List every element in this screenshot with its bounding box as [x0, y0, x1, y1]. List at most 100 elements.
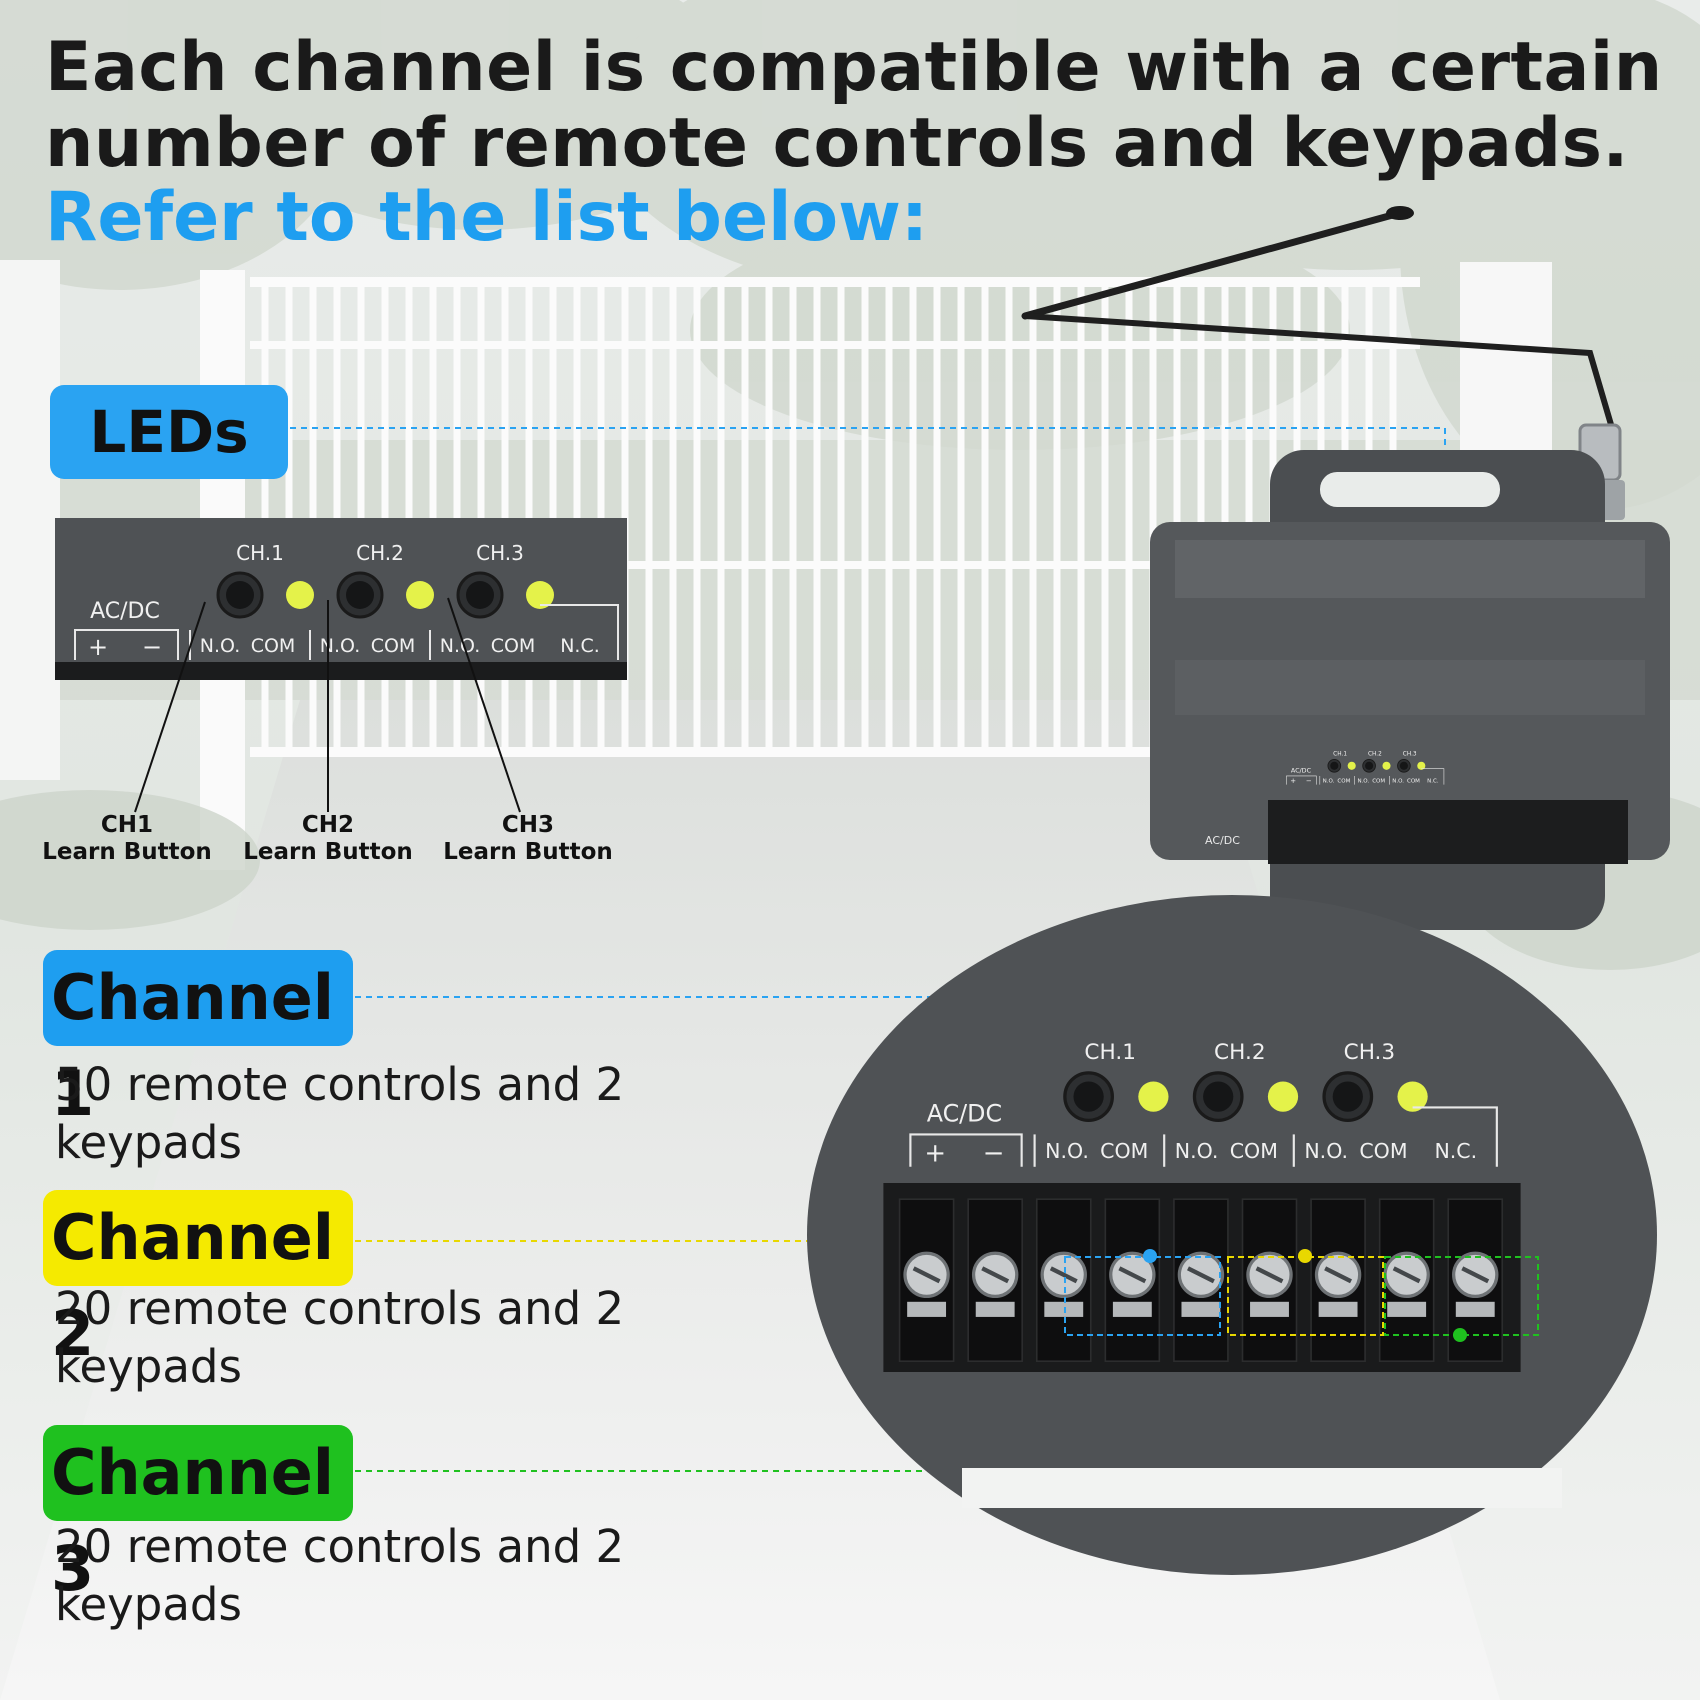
plus-terminal-label: + — [88, 633, 108, 661]
channel-3-label: CH.3 — [476, 541, 524, 565]
learn-pointer-lines — [134, 597, 521, 813]
screw-slot — [1118, 1266, 1147, 1284]
channel-1-box — [1064, 1256, 1221, 1336]
terminal-label-com: COM — [251, 635, 296, 657]
power-label: AC/DC — [1291, 766, 1312, 774]
ch1-learn-button-label: CH1 Learn Button — [42, 812, 212, 866]
ch2-led — [1267, 1081, 1299, 1112]
terminal-label-nc: N.C. — [1434, 1139, 1477, 1163]
screw-slot — [1461, 1266, 1490, 1284]
terminal-label-no: N.O. — [200, 635, 240, 657]
learn-button-core — [226, 581, 254, 609]
channel-3-label: CH.3 — [1344, 1040, 1396, 1065]
tree-canopy — [0, 0, 1700, 510]
terminal-label-no: N.O. — [1175, 1139, 1219, 1163]
terminal-label-no: N.O. — [1357, 778, 1369, 784]
terminal-label-no: N.O. — [320, 635, 360, 657]
learn-label-text: Learn Button — [443, 839, 613, 865]
terminal-clamp — [1181, 1301, 1221, 1317]
learn-button-core — [1330, 761, 1339, 770]
screw-slot — [1255, 1266, 1284, 1284]
leds-callout-line — [290, 427, 1446, 690]
terminal-clamp — [1318, 1301, 1358, 1317]
terminal-clamp — [907, 1301, 947, 1317]
channel-2-label: Channel 2 — [43, 1190, 353, 1370]
channel-3-description: 20 remote controls and 2 keypads — [55, 1520, 625, 1631]
nc-bracket — [1421, 768, 1445, 785]
terminal-label-com: COM — [491, 635, 536, 657]
headline: Each channel is compatible with a certai… — [45, 30, 1663, 182]
subline: Refer to the list below: — [45, 178, 929, 257]
learn-label-channel: CH3 — [501, 812, 555, 838]
channel-1-label: CH.1 — [236, 541, 284, 565]
channel-1-label: CH.1 — [1333, 752, 1347, 758]
learn-button-core — [1203, 1081, 1234, 1112]
ch3-learn-button-label: CH3 Learn Button — [443, 812, 613, 866]
minus-terminal-label: − — [983, 1138, 1005, 1168]
learn-label-text: Learn Button — [243, 839, 413, 865]
channel-1-description: 50 remote controls and 2 keypads — [55, 1058, 625, 1169]
plus-terminal-label: + — [1290, 777, 1296, 785]
terminal-label-com: COM — [1372, 778, 1385, 784]
channel-2-label: CH.2 — [356, 541, 404, 565]
channel-3-dot — [1453, 1328, 1467, 1342]
learn-button-core — [346, 581, 374, 609]
screw-slot — [1392, 1266, 1421, 1284]
learn-button-core — [1073, 1081, 1104, 1112]
minus-terminal-label: − — [1306, 777, 1312, 785]
terminal-label-no: N.O. — [440, 635, 480, 657]
channel-1-dot — [1143, 1249, 1157, 1263]
screw-slot — [1324, 1266, 1353, 1284]
ch3-led — [526, 581, 554, 609]
terminal-clamp — [1112, 1301, 1152, 1317]
channel-3-label: CH.3 — [1403, 752, 1417, 758]
terminal-label-com: COM — [1100, 1139, 1148, 1163]
ch1-led — [286, 581, 314, 609]
channel-2-dot — [1298, 1249, 1312, 1263]
terminal-label-nc: N.C. — [560, 635, 600, 657]
leds-label: LEDs — [50, 385, 288, 479]
antenna — [1021, 206, 1625, 520]
learn-label-channel: CH1 — [100, 812, 154, 838]
nc-bracket — [540, 604, 619, 660]
ch2-led — [1382, 761, 1391, 770]
terminal-clamp — [1455, 1301, 1495, 1317]
left-planter — [0, 790, 260, 930]
terminal-clamp — [1387, 1301, 1427, 1317]
learn-label-channel: CH2 — [301, 812, 355, 838]
power-bracket — [1286, 775, 1317, 785]
power-label: AC/DC — [90, 599, 160, 624]
channel-3-label: Channel 3 — [43, 1425, 353, 1605]
terminal-label-no: N.O. — [1304, 1139, 1348, 1163]
ch3-led — [1417, 761, 1426, 770]
ch1-led — [1138, 1081, 1169, 1112]
ch2-led — [406, 581, 434, 609]
screw-slot — [981, 1266, 1010, 1284]
channel-2-box — [1227, 1256, 1384, 1336]
headline-line-2: number of remote controls and keypads. — [45, 104, 1629, 183]
channel-1-label: Channel 1 — [43, 950, 353, 1130]
device-power-label: AC/DC — [1205, 834, 1240, 847]
terminal-clamp — [1044, 1301, 1084, 1317]
minus-terminal-label: − — [142, 633, 162, 661]
terminal-label-no: N.O. — [1392, 778, 1404, 784]
terminal-label-com: COM — [371, 635, 416, 657]
plus-terminal-label: + — [924, 1138, 946, 1168]
learn-button-core — [1399, 761, 1408, 770]
power-bracket — [909, 1133, 1023, 1167]
channel-2-label: CH.2 — [1214, 1040, 1266, 1065]
terminal-label-com: COM — [1230, 1139, 1278, 1163]
terminal-label-com: COM — [1407, 778, 1420, 784]
power-bracket — [74, 629, 179, 660]
terminal-label-no: N.O. — [1045, 1139, 1089, 1163]
channel-3-box — [1384, 1256, 1539, 1336]
headline-line-1: Each channel is compatible with a certai… — [45, 28, 1663, 107]
panel-closeup: AC/DC + − CH.1 CH.2 CH.3N.O. COM N.O. COM N.O. COM… — [55, 518, 627, 813]
ch1-led — [1347, 761, 1356, 770]
learn-label-text: Learn Button — [42, 839, 212, 865]
channel-boxes — [1064, 1256, 1539, 1336]
power-label: AC/DC — [927, 1099, 1002, 1127]
terminal-label-nc: N.C. — [1427, 778, 1439, 784]
